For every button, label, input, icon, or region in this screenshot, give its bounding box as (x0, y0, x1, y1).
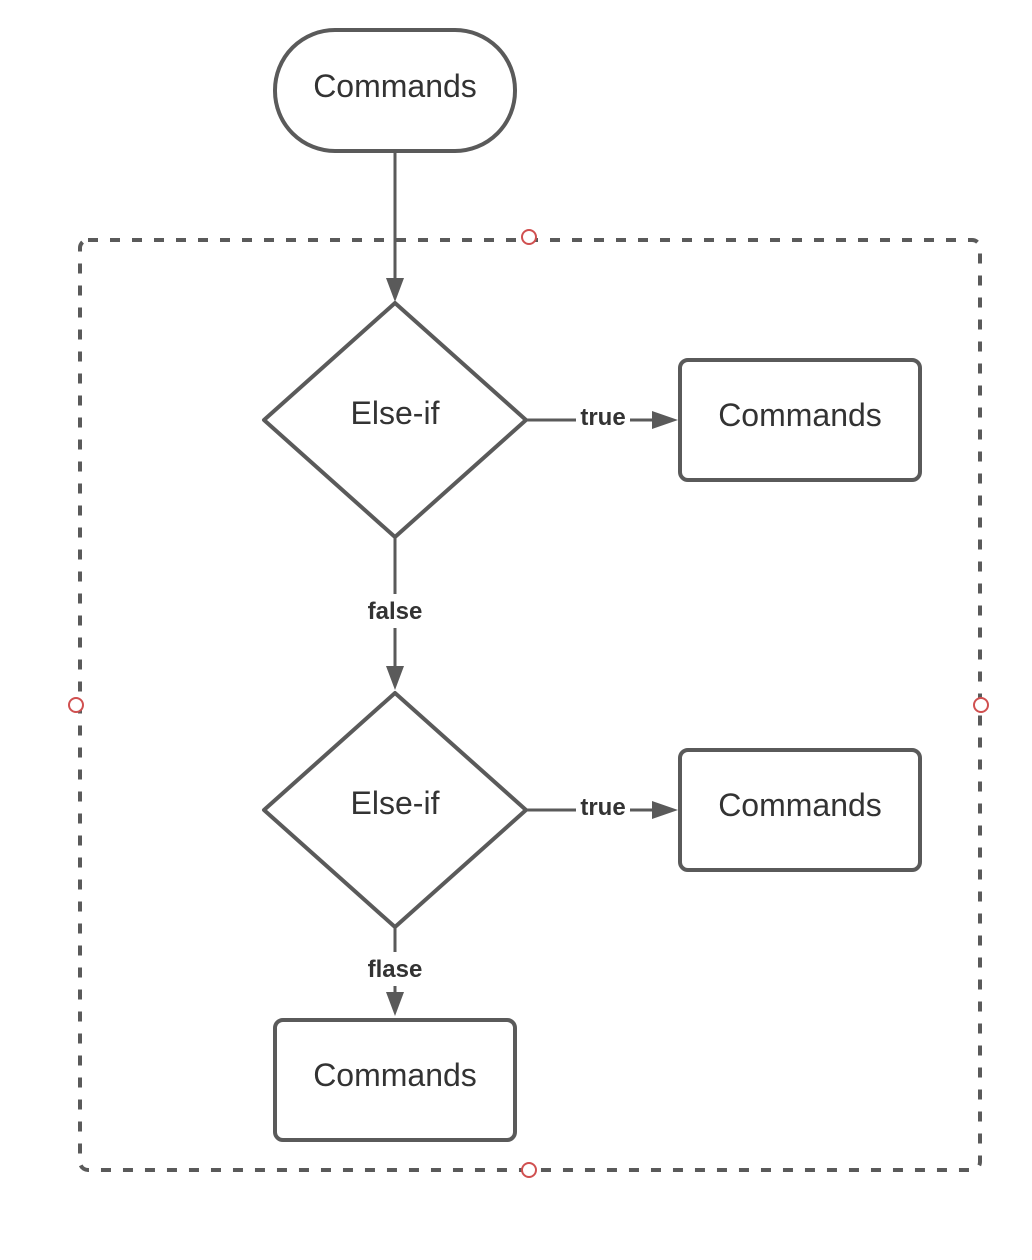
selected-group[interactable] (68, 229, 989, 1178)
edge-label-true: true (580, 404, 625, 431)
arrowhead-icon (652, 411, 678, 429)
edge-decision2-true[interactable]: true (526, 792, 678, 822)
edge-decision1-true[interactable]: true (526, 402, 678, 432)
arrowhead-icon (652, 801, 678, 819)
nodes: Commands Else-if Commands Else-if Comman… (262, 28, 922, 1142)
arrowhead-icon (386, 666, 404, 690)
node-label: Else-if (351, 785, 440, 821)
process-node-true-1[interactable]: Commands (678, 358, 922, 482)
start-terminal-node[interactable]: Commands (273, 28, 517, 153)
resize-handle-left[interactable] (68, 697, 84, 713)
process-node-final[interactable]: Commands (273, 1018, 517, 1142)
arrowhead-icon (386, 278, 404, 302)
resize-handle-bottom[interactable] (521, 1162, 537, 1178)
edge-label-flase: flase (368, 956, 423, 983)
process-node-true-2[interactable]: Commands (678, 748, 922, 872)
edges: true false true flase (360, 151, 678, 1016)
edge-start-to-decision1[interactable] (386, 151, 404, 302)
node-label: Commands (718, 787, 882, 823)
edge-label-true: true (580, 794, 625, 821)
resize-handle-top[interactable] (521, 229, 537, 245)
node-label: Commands (313, 68, 477, 104)
edge-decision2-false[interactable]: flase (360, 927, 430, 1016)
edge-label-false: false (368, 598, 423, 625)
node-label: Else-if (351, 395, 440, 431)
node-label: Commands (718, 397, 882, 433)
decision-node-1[interactable]: Else-if (262, 301, 528, 539)
resize-handle-right[interactable] (973, 697, 989, 713)
node-label: Commands (313, 1057, 477, 1093)
decision-node-2[interactable]: Else-if (262, 691, 528, 929)
edge-decision1-false[interactable]: false (360, 537, 430, 690)
arrowhead-icon (386, 992, 404, 1016)
